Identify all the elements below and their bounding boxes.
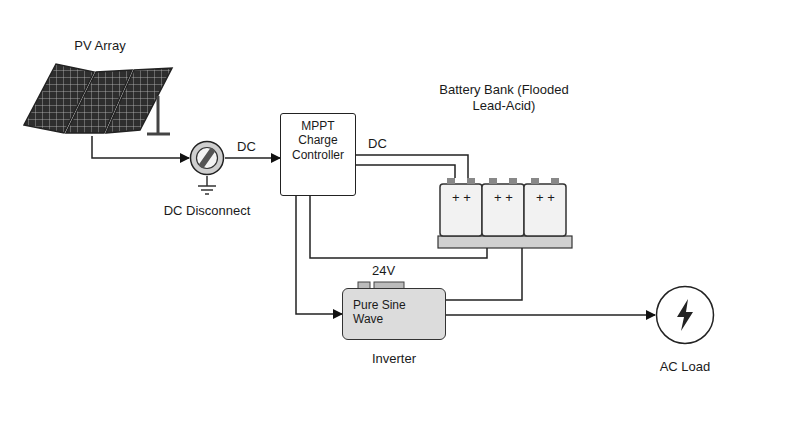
inverter: Pure Sine WaveInverter (342, 288, 446, 340)
wire-connector (356, 155, 468, 178)
wire-label: DC (235, 139, 258, 155)
solar-panels (24, 64, 172, 134)
wire-connector (296, 196, 342, 314)
polarity-mark: + + (492, 190, 515, 206)
dc-disconnect: DC Disconnect (189, 140, 225, 176)
pv-array: PV Array (22, 60, 178, 136)
wire-connector (446, 314, 655, 316)
node-label: Battery Bank (Flooded Lead-Acid) (439, 82, 569, 115)
disconnect-switch (189, 140, 225, 176)
polarity-mark: + + (450, 190, 473, 206)
polarity-mark: + + (534, 190, 557, 206)
charge-controller: MPPT Charge Controller (280, 113, 356, 196)
ac-load: AC Load (655, 285, 715, 345)
node-label: AC Load (635, 359, 735, 375)
battery-cells (438, 178, 572, 248)
battery-bank: Battery Bank (Flooded Lead-Acid) (440, 178, 568, 248)
wire-connector (446, 248, 522, 300)
wire-connector (92, 136, 189, 158)
ground-symbol (198, 176, 216, 194)
wire-label: DC (366, 136, 389, 152)
node-label: PV Array (40, 38, 160, 54)
wire-connector (225, 157, 280, 159)
node-label: MPPT Charge Controller (284, 119, 352, 162)
node-caption: Inverter (344, 351, 444, 367)
node-label: DC Disconnect (147, 203, 267, 219)
node-label: Pure Sine Wave (353, 298, 423, 327)
voltage-label: 24V (370, 263, 397, 279)
load-symbol (655, 285, 715, 345)
